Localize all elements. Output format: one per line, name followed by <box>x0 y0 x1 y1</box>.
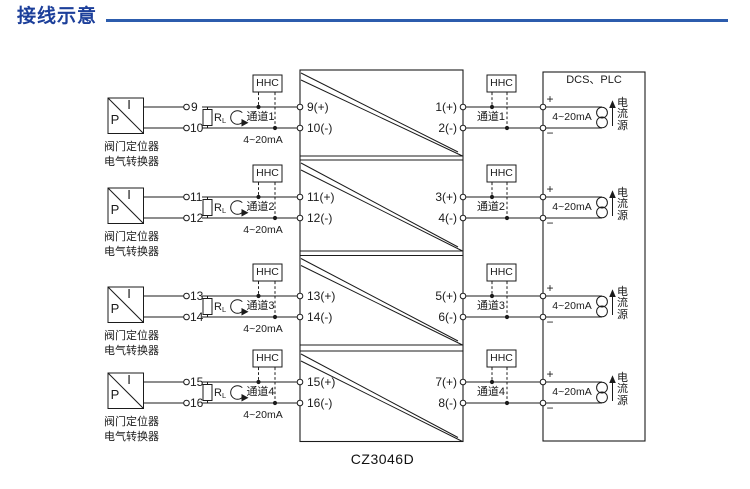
field-device-caption: 阀门定位器 <box>104 141 159 153</box>
section-separators <box>300 155 463 352</box>
dcs-plc-box <box>542 71 646 442</box>
field-terminal-number: 11 <box>190 190 203 204</box>
field-terminal-number: 14 <box>190 310 204 324</box>
page-title: 接线示意 <box>17 6 98 27</box>
hhc-label: HHC <box>256 77 279 89</box>
field-device-caption: 电气转换器 <box>104 345 159 357</box>
ip-letter-p: P <box>110 202 120 217</box>
signal-range-label: 4~20mA <box>243 224 283 236</box>
load-resistor-label: RL <box>214 301 227 314</box>
isolator-output-terminal: 6(-) <box>438 310 457 324</box>
polarity-minus: − <box>546 126 554 140</box>
polarity-minus: − <box>546 315 554 329</box>
isolator-output-terminal: 8(-) <box>438 396 457 410</box>
hhc-label: HHC <box>490 77 513 89</box>
isolator-input-terminal: 10(-) <box>307 121 333 135</box>
isolator-input-terminal: 13(+) <box>307 289 336 303</box>
signal-range-label: 4~20mA <box>243 323 283 335</box>
current-source-label: 电流源 <box>617 187 628 222</box>
signal-range-label: 4~20mA <box>243 134 283 146</box>
load-resistor-label: RL <box>214 387 227 400</box>
hhc-label: HHC <box>256 167 279 179</box>
signal-range-label: 4~20mA <box>552 111 592 123</box>
isolator-input-terminal: 14(-) <box>307 310 333 324</box>
ip-letter-i: I <box>127 372 131 387</box>
isolator-output-terminal: 3(+) <box>435 190 457 204</box>
isolation-diagonals <box>300 72 463 442</box>
isolator-input-terminal: 12(-) <box>307 211 333 225</box>
channel-name-right: 通道4 <box>476 386 506 398</box>
field-device-caption: 电气转换器 <box>104 431 159 443</box>
channel-name-left: 通道4 <box>246 386 275 398</box>
field-terminal-number: 15 <box>190 375 204 389</box>
channel-name-right: 通道2 <box>476 201 506 213</box>
signal-range-label: 4~20mA <box>243 409 283 421</box>
load-resistor-label: RL <box>214 112 227 125</box>
field-device-caption: 电气转换器 <box>104 246 159 258</box>
polarity-minus: − <box>546 216 554 230</box>
ip-letter-i: I <box>127 187 131 202</box>
isolator-input-terminal: 11(+) <box>307 190 335 204</box>
field-device-caption: 阀门定位器 <box>104 330 159 342</box>
ip-letter-p: P <box>110 387 120 402</box>
hhc-label: HHC <box>256 266 279 278</box>
current-source-label: 电流源 <box>617 286 628 321</box>
polarity-plus: + <box>546 281 554 295</box>
isolator-input-terminal: 16(-) <box>307 396 333 410</box>
title-rule <box>106 19 728 22</box>
load-resistor-label: RL <box>214 202 227 215</box>
channel-name-left: 通道1 <box>246 111 275 123</box>
device-model-label: CZ3046D <box>350 451 415 467</box>
channel-name-right: 通道3 <box>476 300 506 312</box>
polarity-plus: + <box>546 92 554 106</box>
isolator-input-terminal: 15(+) <box>307 375 336 389</box>
isolator-input-terminal: 9(+) <box>307 100 329 114</box>
signal-range-label: 4~20mA <box>552 300 592 312</box>
isolator-output-terminal: 2(-) <box>438 121 457 135</box>
field-device-caption: 阀门定位器 <box>104 231 159 243</box>
hhc-label: HHC <box>490 266 513 278</box>
ip-letter-p: P <box>110 301 120 316</box>
hhc-label: HHC <box>256 352 279 364</box>
signal-range-label: 4~20mA <box>552 201 592 213</box>
hhc-label: HHC <box>490 352 513 364</box>
polarity-plus: + <box>546 367 554 381</box>
channel-name-left: 通道2 <box>246 201 275 213</box>
signal-range-label: 4~20mA <box>552 386 592 398</box>
current-source-label: 电流源 <box>617 97 628 132</box>
field-device-caption: 电气转换器 <box>104 156 159 168</box>
ip-letter-i: I <box>127 97 131 112</box>
polarity-plus: + <box>546 182 554 196</box>
field-terminal-number: 9 <box>191 100 198 114</box>
dcs-plc-label: DCS、PLC <box>566 74 622 86</box>
field-terminal-number: 12 <box>190 211 204 225</box>
field-terminal-number: 16 <box>190 396 204 410</box>
field-terminal-number: 13 <box>190 289 204 303</box>
field-device-caption: 阀门定位器 <box>104 416 159 428</box>
channel-name-left: 通道3 <box>246 300 275 312</box>
field-terminal-number: 10 <box>190 121 204 135</box>
isolator-output-terminal: 5(+) <box>435 289 457 303</box>
ip-letter-i: I <box>127 286 131 301</box>
isolator-output-terminal: 1(+) <box>435 100 457 114</box>
channel-name-right: 通道1 <box>476 111 506 123</box>
current-source-label: 电流源 <box>617 372 628 407</box>
isolator-output-terminal: 4(-) <box>438 211 457 225</box>
ip-letter-p: P <box>110 112 120 127</box>
isolator-output-terminal: 7(+) <box>435 375 457 389</box>
hhc-label: HHC <box>490 167 513 179</box>
polarity-minus: − <box>546 401 554 415</box>
